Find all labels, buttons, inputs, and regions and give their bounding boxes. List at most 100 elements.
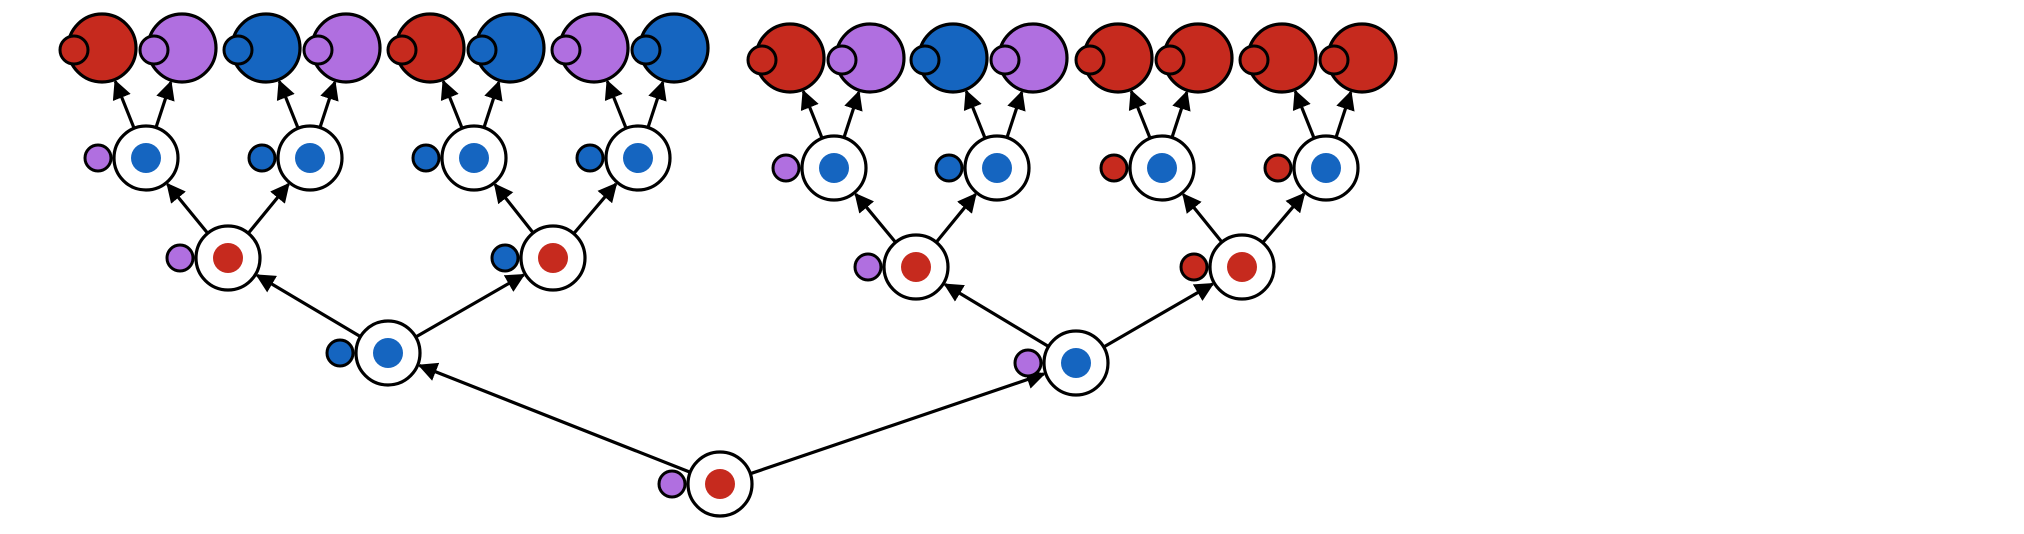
edge-l2-to-l3 bbox=[854, 192, 897, 244]
node-core bbox=[1227, 252, 1257, 282]
node-core bbox=[982, 153, 1012, 183]
level3-node bbox=[1263, 134, 1360, 202]
leaf-side-dot bbox=[746, 44, 778, 76]
leaf-side-dot bbox=[138, 34, 170, 66]
side-dot bbox=[853, 252, 883, 282]
node-core bbox=[459, 143, 489, 173]
leaf-node bbox=[466, 12, 546, 84]
edge-l2-to-l3 bbox=[1261, 192, 1306, 244]
level2-node bbox=[1179, 233, 1276, 301]
leaf-node bbox=[386, 12, 466, 84]
side-dot bbox=[490, 243, 520, 273]
level2-node bbox=[853, 233, 950, 301]
leaf-side-dot bbox=[58, 34, 90, 66]
side-dot bbox=[771, 153, 801, 183]
leaf-node bbox=[989, 22, 1069, 94]
edge-l3-to-leaf bbox=[1005, 90, 1026, 139]
edge-l3-to-leaf bbox=[1128, 89, 1152, 139]
leaf-node bbox=[550, 12, 630, 84]
edge-l2-to-l3 bbox=[493, 183, 535, 234]
node-core bbox=[131, 143, 161, 173]
edges-layer bbox=[112, 79, 1355, 476]
leaf-side-dot bbox=[630, 34, 662, 66]
leaf-side-dot bbox=[466, 34, 498, 66]
side-dot bbox=[1099, 153, 1129, 183]
edge-l3-to-leaf bbox=[276, 79, 300, 129]
edge-l3-to-leaf bbox=[646, 80, 667, 129]
leaf-node bbox=[302, 12, 382, 84]
leaf-node bbox=[58, 12, 138, 84]
leaf-node bbox=[826, 22, 906, 94]
side-dot bbox=[165, 243, 195, 273]
node-core bbox=[373, 338, 403, 368]
edge-root-to-l1 bbox=[749, 370, 1046, 476]
side-dot bbox=[575, 143, 605, 173]
level3-node bbox=[411, 124, 508, 192]
edge-root-to-l1 bbox=[417, 362, 691, 474]
leaf-side-dot bbox=[1318, 44, 1350, 76]
node-core bbox=[901, 252, 931, 282]
side-dot bbox=[657, 469, 687, 499]
edge-l3-to-leaf bbox=[440, 79, 464, 129]
side-dot bbox=[1013, 348, 1043, 378]
level3-node bbox=[771, 134, 868, 202]
leaf-node bbox=[1318, 22, 1398, 94]
node-core bbox=[1311, 153, 1341, 183]
edge-l3-to-leaf bbox=[154, 80, 175, 129]
edge-l3-to-leaf bbox=[800, 89, 824, 139]
leaf-side-dot bbox=[909, 44, 941, 76]
node-core bbox=[705, 469, 735, 499]
leaf-node bbox=[630, 12, 710, 84]
edge-l1-to-l2 bbox=[1102, 282, 1215, 349]
edge-l3-to-leaf bbox=[842, 90, 863, 139]
leaf-node bbox=[746, 22, 826, 94]
node-core bbox=[295, 143, 325, 173]
level3-node bbox=[247, 124, 344, 192]
edge-l1-to-l2 bbox=[943, 283, 1050, 348]
edge-l2-to-l3 bbox=[1182, 192, 1224, 244]
leaf-side-dot bbox=[302, 34, 334, 66]
side-dot bbox=[1263, 153, 1293, 183]
node-core bbox=[623, 143, 653, 173]
edge-l3-to-leaf bbox=[1170, 90, 1191, 139]
edge-l3-to-leaf bbox=[318, 80, 339, 129]
edge-l2-to-l3 bbox=[572, 182, 618, 235]
node-core bbox=[213, 243, 243, 273]
edge-l3-to-leaf bbox=[963, 89, 987, 139]
leaf-side-dot bbox=[386, 34, 418, 66]
level1-node bbox=[325, 319, 422, 387]
edge-l3-to-leaf bbox=[482, 80, 503, 129]
leaf-node bbox=[222, 12, 302, 84]
side-dot bbox=[934, 153, 964, 183]
side-dot bbox=[325, 338, 355, 368]
node-core bbox=[819, 153, 849, 183]
edge-l2-to-l3 bbox=[935, 192, 977, 244]
node-core bbox=[1061, 348, 1091, 378]
level3-node bbox=[934, 134, 1031, 202]
leaf-side-dot bbox=[550, 34, 582, 66]
nodes-layer bbox=[58, 12, 1398, 518]
level2-node bbox=[165, 224, 262, 292]
leaf-side-dot bbox=[222, 34, 254, 66]
node-core bbox=[1147, 153, 1177, 183]
edge-l1-to-l2 bbox=[414, 273, 526, 339]
leaf-node bbox=[138, 12, 218, 84]
level3-node bbox=[575, 124, 672, 192]
side-dot bbox=[83, 143, 113, 173]
leaf-node bbox=[1154, 22, 1234, 94]
level2-node bbox=[490, 224, 587, 292]
leaf-side-dot bbox=[826, 44, 858, 76]
edge-l3-to-leaf bbox=[1334, 90, 1355, 139]
leaf-side-dot bbox=[1154, 44, 1186, 76]
edge-l3-to-leaf bbox=[604, 79, 628, 129]
root-node bbox=[657, 450, 754, 518]
edge-l2-to-l3 bbox=[247, 182, 290, 235]
node-core bbox=[538, 243, 568, 273]
level1-node bbox=[1013, 329, 1110, 397]
edge-l3-to-leaf bbox=[112, 79, 136, 129]
leaf-side-dot bbox=[1074, 44, 1106, 76]
edge-l2-to-l3 bbox=[166, 182, 209, 235]
side-dot bbox=[247, 143, 277, 173]
